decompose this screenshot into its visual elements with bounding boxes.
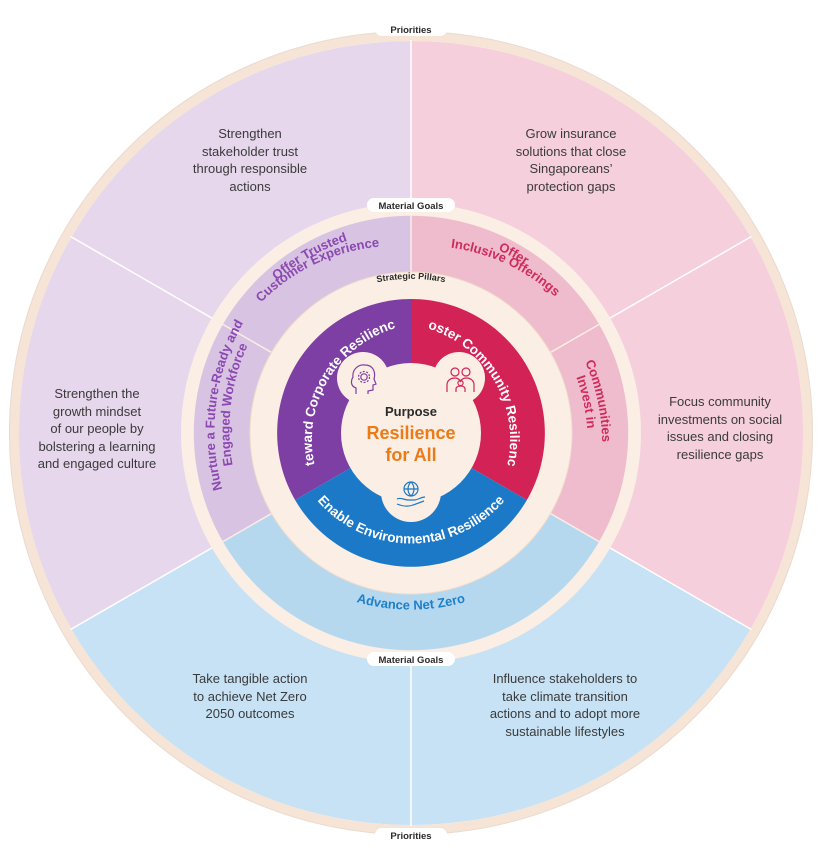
material-goals-bottom-label: Material Goals [379, 655, 444, 666]
priority-line: to achieve Net Zero [193, 688, 307, 704]
priority-text-trust: Strengthen stakeholder trust through res… [170, 125, 330, 195]
priority-line: protection gaps [526, 178, 616, 194]
goal-label-netzero: Advance Net Zero [356, 590, 467, 612]
priorities-bottom-pill [375, 828, 447, 842]
priority-line: Focus community [669, 394, 771, 409]
material-goals-top-label: Material Goals [379, 201, 444, 212]
material-goals-bottom-pill [367, 652, 455, 666]
hand-globe-icon [396, 481, 426, 507]
purpose-title-line2: for All [385, 445, 436, 465]
purpose-center [337, 352, 485, 522]
priority-text-insurance: Grow insurance solutions that close Sing… [491, 125, 651, 195]
priority-line: through responsible [192, 161, 308, 176]
priorities-top-label: Priorities [390, 25, 431, 36]
priority-line: growth mindset [52, 403, 142, 419]
material-goals-top-pill [367, 198, 455, 212]
priority-line: sustainable lifestyles [505, 723, 625, 739]
priority-text-community: Focus community investments on social is… [635, 393, 805, 463]
priority-line: issues and closing [666, 429, 774, 444]
priority-line: Take tangible action [192, 671, 308, 686]
family-icon [446, 367, 475, 392]
priority-text-netzero: Take tangible action to achieve Net Zero… [175, 670, 325, 723]
priority-text-influence: Influence stakeholders to take climate t… [470, 670, 660, 740]
priority-line: 2050 outcomes [205, 706, 295, 721]
priority-line: of our people by [50, 421, 144, 436]
priority-line: take climate transition [502, 688, 628, 704]
priority-line: Strengthen [218, 126, 282, 141]
priority-line: investments on social [657, 411, 783, 427]
priority-line: Grow insurance [525, 126, 617, 141]
priority-line: Singaporeans’ [529, 161, 613, 176]
priorities-top-pill [375, 22, 447, 36]
priority-line: solutions that close [515, 143, 627, 159]
priority-line: bolstering a learning [38, 438, 156, 454]
priority-line: actions and to adopt more [489, 706, 641, 721]
head-gear-icon [350, 364, 377, 394]
priority-line: and engaged culture [37, 456, 157, 471]
purpose-title-line1: Resilience [366, 423, 455, 443]
priorities-bottom-label: Priorities [390, 831, 431, 842]
strategic-pillars-label: Strategic Pillars [376, 271, 447, 284]
priority-line: stakeholder trust [201, 143, 299, 159]
priority-line: Strengthen the [54, 386, 140, 401]
priority-text-growth: Strengthen the growth mindset of our peo… [17, 385, 177, 473]
purpose-label: Purpose [385, 404, 437, 419]
priority-line: resilience gaps [676, 446, 764, 462]
priority-line: actions [229, 178, 271, 194]
priority-line: Influence stakeholders to [492, 671, 638, 686]
